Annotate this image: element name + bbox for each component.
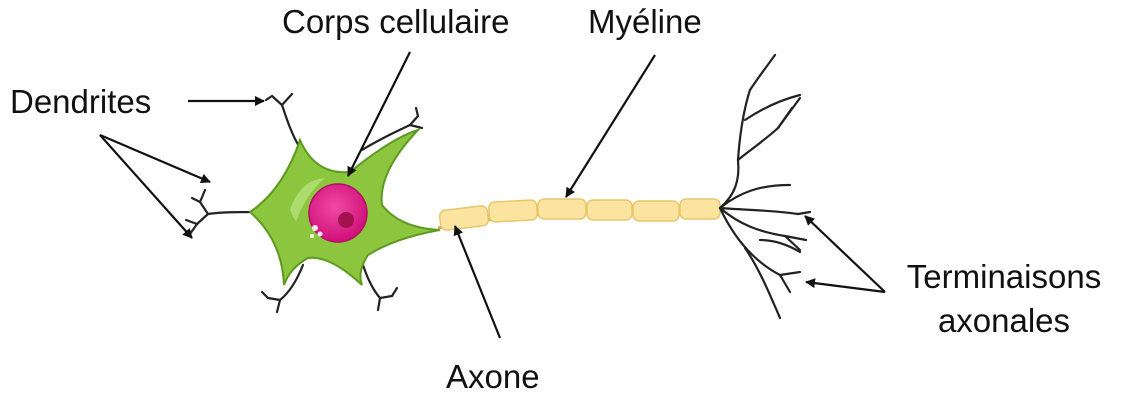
- axon-terminals-label-line1: Terminaisons: [893, 255, 1115, 299]
- dendrites-arrow-middle: [100, 135, 210, 182]
- terminals-arrow-top: [805, 216, 885, 292]
- nucleolus: [338, 212, 354, 228]
- myelin-label: Myéline: [588, 3, 702, 41]
- axon-terminals-label: Terminaisons axonales: [893, 255, 1115, 343]
- dendrites-label: Dendrites: [10, 83, 151, 121]
- pointer-arrows: [100, 52, 885, 338]
- axon-terminals-label-line2: axonales: [893, 299, 1115, 343]
- myelin-arrow: [566, 55, 655, 197]
- myelin-sheath: [439, 199, 720, 231]
- axon-arrow: [455, 226, 500, 338]
- axon-label: Axone: [446, 358, 540, 396]
- axon-terminals: [720, 55, 810, 318]
- cell-body-label: Corps cellulaire: [282, 3, 509, 41]
- terminals-arrow-bottom: [806, 282, 885, 292]
- dendrites-arrow-bottom: [100, 135, 192, 238]
